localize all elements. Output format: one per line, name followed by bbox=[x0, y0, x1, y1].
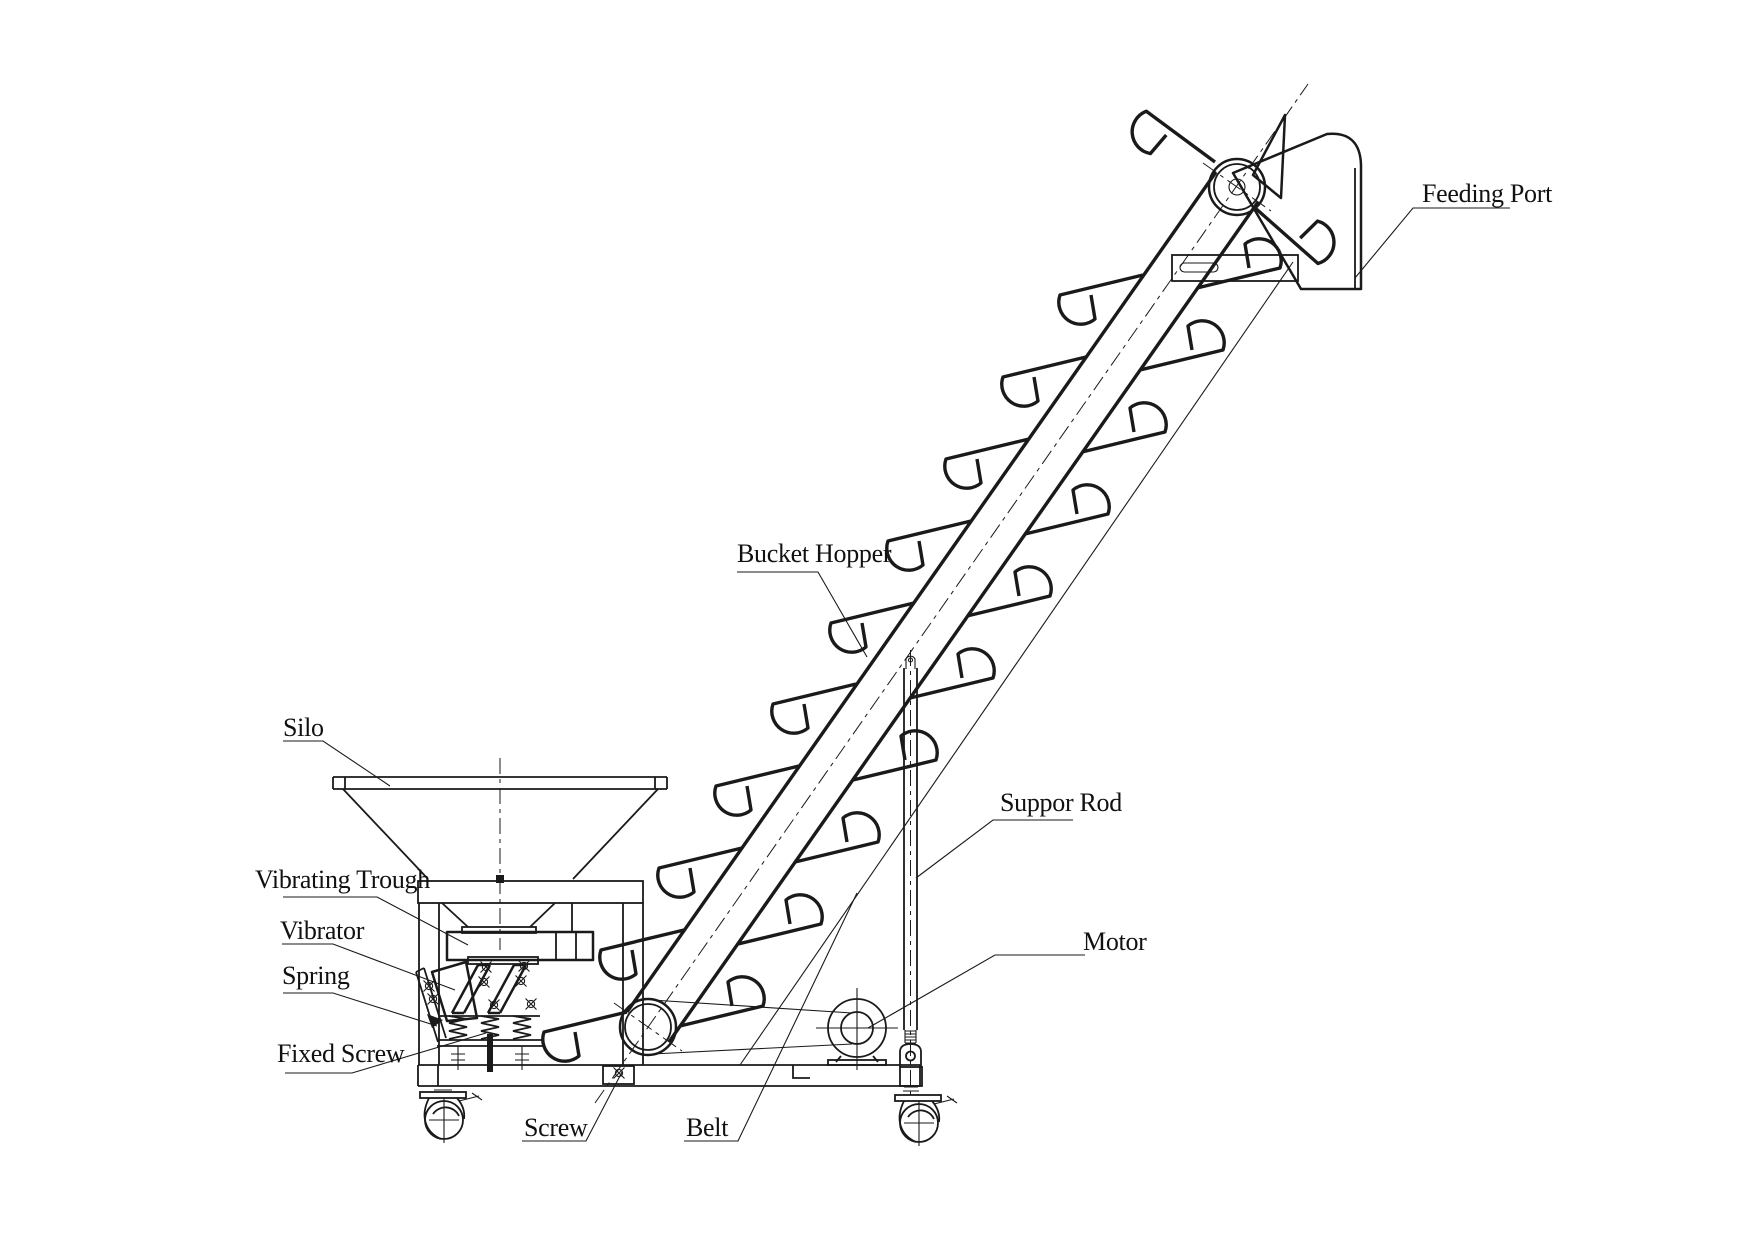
bucket bbox=[1138, 319, 1226, 372]
support-rod bbox=[899, 650, 922, 1100]
suppor-rod-leader bbox=[915, 819, 1073, 879]
bucket bbox=[965, 565, 1053, 618]
bucket bbox=[736, 893, 824, 946]
vibrating-trough bbox=[445, 930, 595, 965]
chute-bracket bbox=[1171, 254, 1299, 282]
bucket bbox=[656, 846, 744, 899]
discharge-flap bbox=[1251, 113, 1287, 200]
spring-label: Spring bbox=[282, 961, 350, 990]
spring bbox=[512, 1015, 532, 1040]
bucket bbox=[598, 928, 686, 981]
feeding-port-chute bbox=[1171, 132, 1363, 291]
top-pulley bbox=[1202, 157, 1272, 217]
base-frame bbox=[417, 1064, 923, 1087]
screw-label: Screw bbox=[524, 1113, 588, 1142]
bucket bbox=[908, 647, 996, 700]
spring-leader bbox=[283, 992, 438, 1027]
bucket bbox=[678, 975, 766, 1028]
support-strut bbox=[739, 261, 1294, 1066]
silo-leader bbox=[283, 740, 391, 787]
motor bbox=[816, 988, 898, 1070]
bucket-hopper-leader bbox=[737, 571, 868, 658]
belt-left-edge bbox=[625, 171, 1218, 1013]
belt-right-edge bbox=[667, 201, 1260, 1043]
drive-belt bbox=[651, 999, 853, 1055]
bucket-hoppers bbox=[541, 95, 1345, 1063]
machine-frame bbox=[417, 880, 644, 1065]
bucket bbox=[828, 601, 916, 654]
suppor-rod-label: Suppor Rod bbox=[1000, 788, 1122, 817]
screw-leader bbox=[522, 1071, 623, 1142]
bucket bbox=[793, 811, 881, 864]
motor-label: Motor bbox=[1083, 927, 1147, 956]
bucket bbox=[1080, 401, 1168, 454]
vibrating-trough-leader bbox=[283, 896, 469, 946]
screw-block bbox=[602, 1065, 635, 1085]
bucket bbox=[943, 437, 1031, 490]
bucket bbox=[541, 1010, 629, 1063]
bucket-hopper-label: Bucket Hopper bbox=[737, 539, 892, 568]
fixed-screw-leader bbox=[285, 1032, 487, 1074]
vibrator-label: Vibrator bbox=[280, 916, 365, 945]
vibrator-leader bbox=[282, 943, 456, 991]
bucket bbox=[770, 682, 858, 735]
fixed-screw-label: Fixed Screw bbox=[277, 1039, 405, 1068]
bucket bbox=[1000, 355, 1088, 408]
belt-label: Belt bbox=[686, 1113, 729, 1142]
bucket bbox=[1121, 95, 1217, 196]
belt-leader bbox=[684, 892, 858, 1142]
feeding-port-leader bbox=[1354, 207, 1510, 279]
vibrator-body bbox=[430, 960, 479, 1023]
bucket bbox=[851, 729, 939, 782]
annotations: Feeding Port Bucket Hopper Silo Vibratin… bbox=[255, 179, 1553, 1142]
feeding-port-label: Feeding Port bbox=[1422, 179, 1553, 208]
caster-left bbox=[419, 1085, 483, 1144]
silo-label: Silo bbox=[283, 713, 324, 742]
motor-leader bbox=[867, 954, 1085, 1029]
fixed-screws bbox=[451, 1034, 529, 1072]
bucket bbox=[885, 519, 973, 572]
bucket bbox=[713, 764, 801, 817]
bucket bbox=[1057, 273, 1145, 326]
bucket bbox=[1023, 483, 1111, 536]
conveyor-centerline bbox=[594, 83, 1309, 1104]
silo-centerline bbox=[496, 758, 504, 950]
vibrating-trough-label: Vibrating Trough bbox=[255, 865, 430, 894]
caster-right bbox=[894, 1086, 958, 1147]
bucket-conveyor bbox=[541, 83, 1345, 1104]
vibrator-assembly bbox=[415, 959, 538, 1043]
